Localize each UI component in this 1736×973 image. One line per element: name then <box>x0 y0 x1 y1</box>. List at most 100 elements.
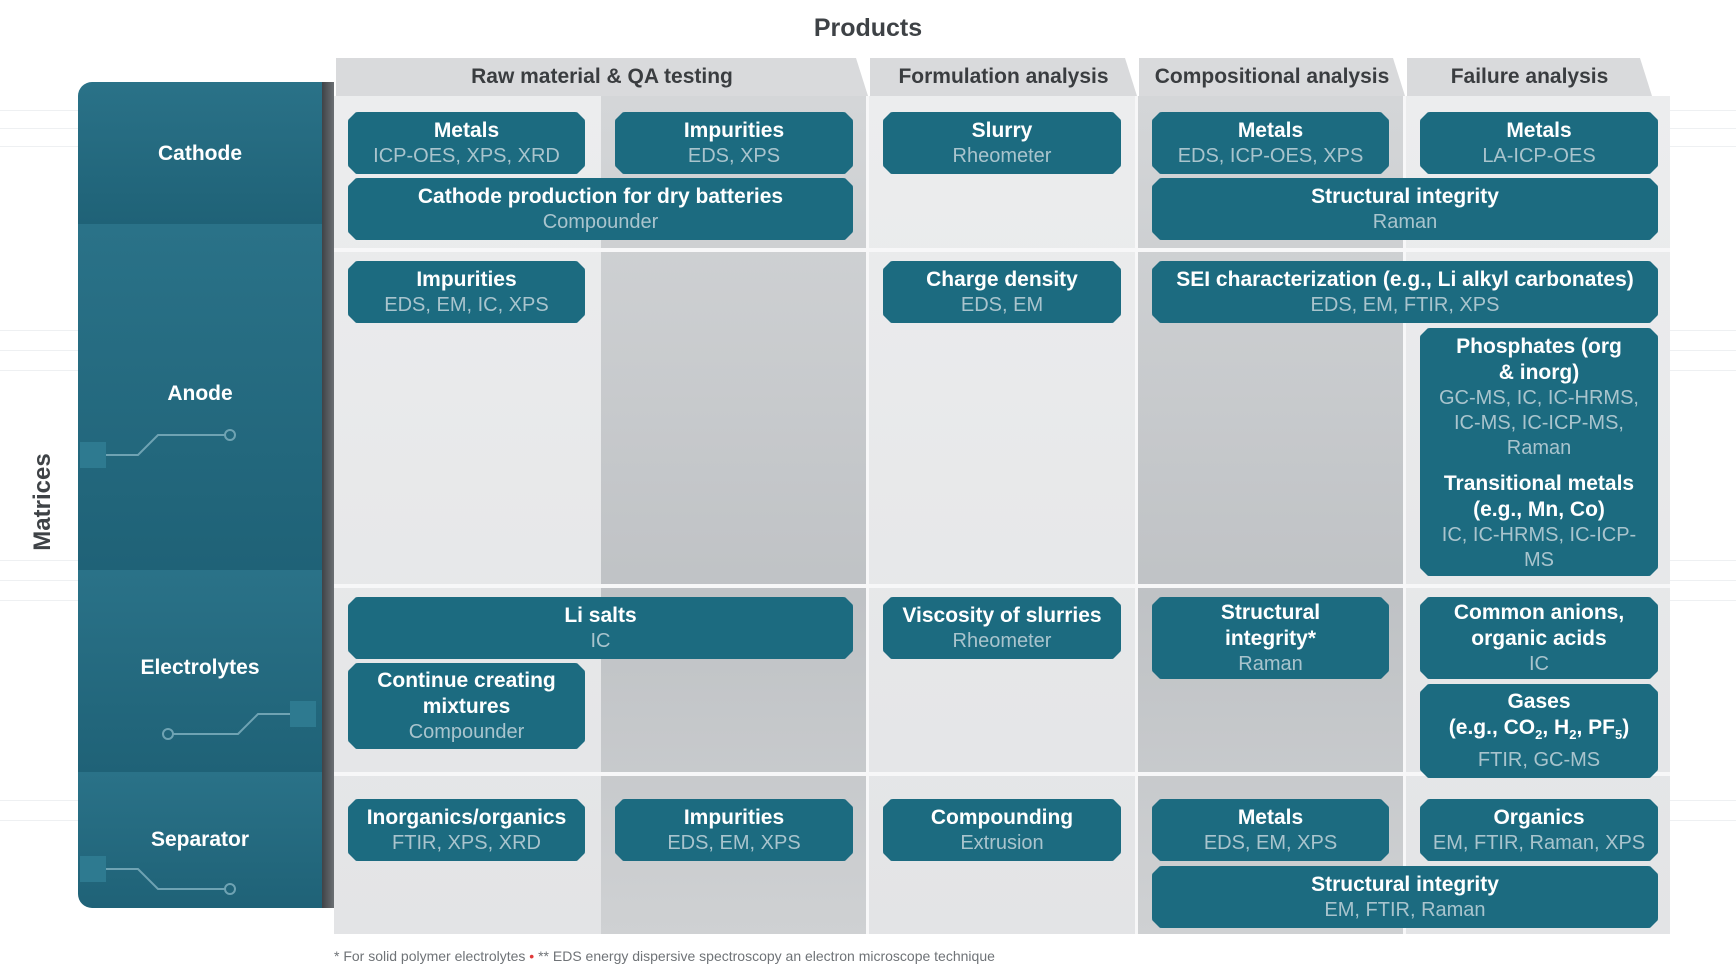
cell-anode-phosphates-transitional: Phosphates (org & inorg) GC-MS, IC, IC-H… <box>1420 328 1658 576</box>
cell-anode-impurities: Impurities EDS, EM, IC, XPS <box>348 261 585 323</box>
cell-title: Structural integrity <box>1311 184 1499 208</box>
footnote: * For solid polymer electrolytes • ** ED… <box>334 948 995 964</box>
cell-title: Impurities <box>683 118 785 142</box>
column-divider <box>1135 96 1138 934</box>
cell-techniques: Compounder <box>542 210 659 233</box>
cell-title: Structural integrity <box>1311 872 1499 896</box>
cell-cathode-production: Cathode production for dry batteries Com… <box>348 178 853 240</box>
cell-title: Organics <box>1493 805 1585 829</box>
cell-separator-organics: Organics EM, FTIR, Raman, XPS <box>1420 799 1658 861</box>
column-divider <box>866 96 869 934</box>
cell-title: Li salts <box>564 603 637 627</box>
circuit-decoration-icon <box>162 701 316 740</box>
diagram-title: Products <box>813 14 923 42</box>
cell-electrolytes-structural: Structural integrity* Raman <box>1152 597 1389 679</box>
cell-electrolytes-li-salts: Li salts IC <box>348 597 853 659</box>
cell-electrolytes-anions: Common anions, organic acids IC <box>1420 597 1658 679</box>
row-label-cathode: Cathode <box>158 142 242 165</box>
row-header-electrolytes: Electrolytes <box>78 570 322 772</box>
footnote-eds: ** EDS energy dispersive spectroscopy an… <box>538 948 995 964</box>
cell-title: Viscosity of slurries <box>902 603 1102 627</box>
row-label-anode: Anode <box>167 382 233 405</box>
cell-title: Inorganics/organics <box>366 805 567 829</box>
cell-cathode-structural: Structural integrity Raman <box>1152 178 1658 240</box>
footnote-bullet: • <box>529 948 535 964</box>
cell-title: Common anions, organic acids <box>1453 600 1625 650</box>
cell-techniques: IC, IC-HRMS, IC-ICP-MS <box>1441 524 1637 571</box>
cell-techniques: LA-ICP-OES <box>1482 144 1596 167</box>
cell-techniques: EM, FTIR, Raman <box>1324 898 1486 921</box>
cell-title: Continue creating mixtures <box>377 668 556 718</box>
cell-techniques: ICP-OES, XPS, XRD <box>373 144 560 167</box>
row-label-separator: Separator <box>150 828 250 851</box>
cell-techniques: EM, FTIR, Raman, XPS <box>1432 831 1646 854</box>
cell-techniques: Raman <box>1238 652 1303 675</box>
cell-title: Compounding <box>930 805 1074 829</box>
cell-title: SEI characterization (e.g., Li alkyl car… <box>1176 267 1634 291</box>
column-divider <box>1403 96 1406 934</box>
cell-techniques: EDS, EM, XPS <box>1203 831 1338 854</box>
cell-techniques: IC <box>1529 652 1549 675</box>
cell-separator-structural: Structural integrity EM, FTIR, Raman <box>1152 866 1658 928</box>
cell-title: Metals <box>433 118 500 142</box>
column-header-compositional: Compositional analysis <box>1139 58 1405 96</box>
cell-title: Impurities <box>683 805 785 829</box>
cell-techniques: Rheometer <box>952 629 1052 652</box>
row-header-anode: Anode <box>78 224 322 570</box>
row-label-electrolytes: Electrolytes <box>140 656 260 679</box>
cell-title: Cathode production for dry batteries <box>417 184 784 208</box>
row-header-cathode: Cathode <box>78 82 322 290</box>
gases-formula-line: (e.g., CO2, H2, PF5) <box>1448 715 1630 743</box>
cell-title: Metals <box>1237 805 1304 829</box>
cell-techniques: EDS, EM, FTIR, XPS <box>1310 293 1500 316</box>
cell-separator-compounding: Compounding Extrusion <box>883 799 1121 861</box>
column-header-formulation: Formulation analysis <box>870 58 1137 96</box>
row-divider <box>334 584 1670 588</box>
row-divider <box>334 772 1670 776</box>
cell-anode-sei: SEI characterization (e.g., Li alkyl car… <box>1152 261 1658 323</box>
cell-title: Phosphates (org & inorg) <box>1456 335 1622 384</box>
cell-separator-inorganics: Inorganics/organics FTIR, XPS, XRD <box>348 799 585 861</box>
cell-techniques: Extrusion <box>960 831 1044 854</box>
cell-techniques: EDS, EM, XPS <box>667 831 801 854</box>
column-header-raw-material: Raw material & QA testing <box>336 58 868 96</box>
cell-techniques: EDS, EM, IC, XPS <box>384 293 549 316</box>
row-divider <box>334 248 1670 252</box>
cell-anode-charge-density: Charge density EDS, EM <box>883 261 1121 323</box>
column-band-formulation <box>868 96 1137 934</box>
cell-title: Impurities <box>416 267 517 291</box>
cell-techniques: EDS, XPS <box>687 144 781 167</box>
circuit-decoration-icon <box>80 856 236 895</box>
cell-techniques: FTIR, GC-MS <box>1477 749 1601 772</box>
cell-title: Gases <box>1507 689 1571 713</box>
cell-techniques: Rheometer <box>952 144 1052 167</box>
cell-cathode-metals-fail: Metals LA-ICP-OES <box>1420 112 1658 174</box>
cell-techniques: FTIR, XPS, XRD <box>392 831 541 854</box>
cell-title: Structural integrity* <box>1220 600 1321 650</box>
row-header-edge <box>322 82 334 908</box>
column-header-failure: Failure analysis <box>1407 58 1652 96</box>
row-header-separator: Separator <box>78 772 322 908</box>
cell-title: Slurry <box>971 118 1033 142</box>
cell-techniques: EDS, EM <box>960 293 1044 316</box>
cell-electrolytes-gases: Gases (e.g., CO2, H2, PF5) FTIR, GC-MS <box>1420 684 1658 778</box>
cell-title: Metals <box>1506 118 1572 142</box>
cell-cathode-metals-comp: Metals EDS, ICP-OES, XPS <box>1152 112 1389 174</box>
cell-techniques: Compounder <box>408 720 525 743</box>
cell-separator-metals: Metals EDS, EM, XPS <box>1152 799 1389 861</box>
cell-separator-impurities: Impurities EDS, EM, XPS <box>615 799 853 861</box>
cell-cathode-impurities: Impurities EDS, XPS <box>615 112 853 174</box>
footnote-solid-polymer: * For solid polymer electrolytes <box>334 948 526 964</box>
cell-cathode-slurry: Slurry Rheometer <box>883 112 1121 174</box>
cell-title: Charge density <box>926 267 1078 291</box>
cell-electrolytes-viscosity: Viscosity of slurries Rheometer <box>883 597 1121 659</box>
cell-cathode-metals-raw: Metals ICP-OES, XPS, XRD <box>348 112 585 174</box>
cell-techniques: GC-MS, IC, IC-HRMS, IC-MS, IC-ICP-MS, Ra… <box>1439 387 1639 459</box>
cell-title: Transitional metals (e.g., Mn, Co) <box>1443 472 1635 521</box>
circuit-decoration-icon <box>80 429 236 468</box>
cell-techniques: IC <box>590 629 611 652</box>
matrices-axis-label: Matrices <box>29 453 56 551</box>
cell-title: Metals <box>1237 118 1304 142</box>
cell-techniques: Raman <box>1372 210 1438 233</box>
cell-techniques: EDS, ICP-OES, XPS <box>1177 144 1364 167</box>
